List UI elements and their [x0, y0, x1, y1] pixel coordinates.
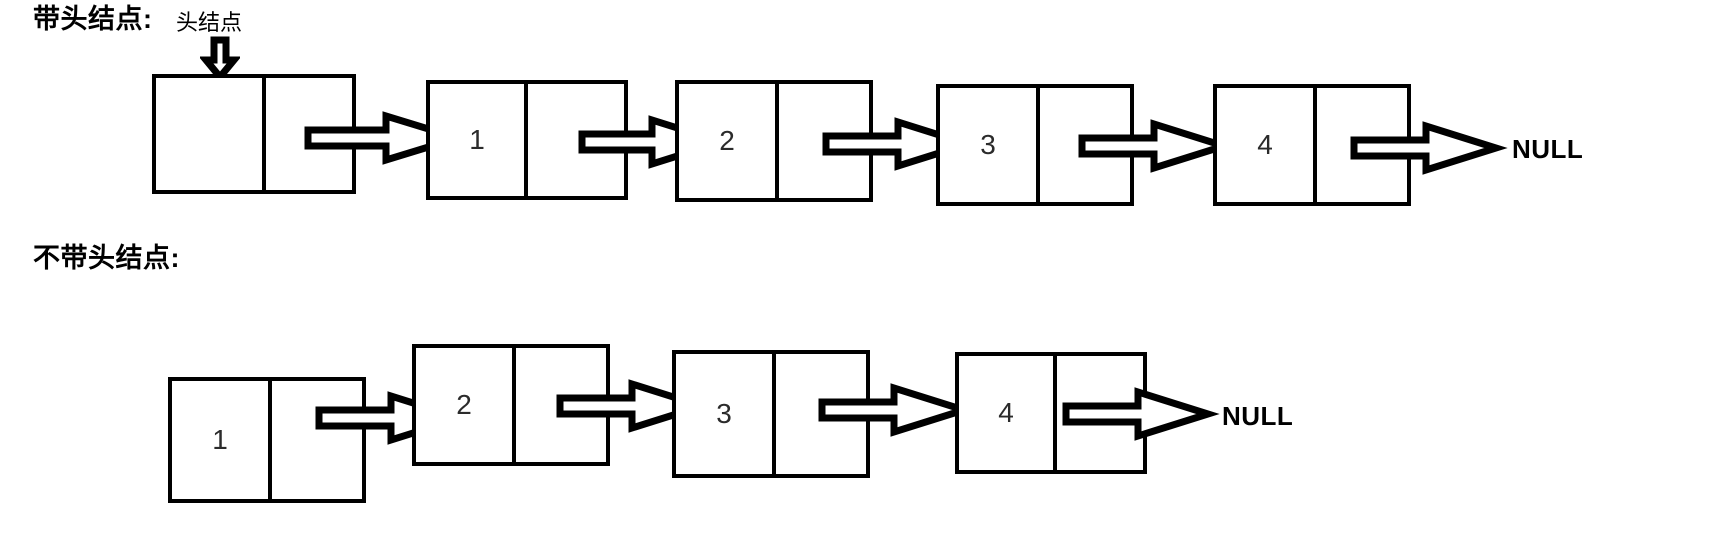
node-data-cell: 2 — [416, 348, 516, 462]
node-data-cell: 1 — [430, 84, 528, 196]
null-pointer-arrow-icon — [1350, 121, 1508, 175]
node-data-cell: 4 — [959, 356, 1057, 470]
null-pointer-arrow-icon — [1062, 387, 1220, 441]
head-node-pointer-arrow-icon — [200, 36, 240, 80]
node-value: 1 — [469, 124, 485, 155]
node-data-cell: 1 — [172, 381, 272, 499]
null-terminator-label: NULL — [1512, 134, 1584, 164]
node-value: 2 — [719, 125, 735, 156]
next-pointer-arrow-icon — [1078, 119, 1236, 173]
section-title-without-head-node: 不带头结点: — [33, 243, 180, 273]
node-value: 4 — [998, 397, 1014, 428]
section-title-with-head-node: 带头结点: — [33, 4, 153, 34]
node-value: 4 — [1257, 129, 1273, 160]
node-value: 2 — [456, 389, 472, 420]
next-pointer-arrow-icon — [304, 111, 470, 165]
head-node-annotation-label: 头结点 — [176, 10, 243, 35]
node-value: 3 — [980, 129, 996, 160]
node-data-cell — [156, 78, 266, 190]
next-pointer-arrow-icon — [556, 379, 714, 433]
next-pointer-arrow-icon — [822, 117, 980, 171]
null-terminator-label: NULL — [1222, 401, 1294, 431]
list-node: 1 — [168, 377, 366, 503]
node-data-cell: 3 — [676, 354, 776, 474]
node-value: 1 — [212, 424, 228, 455]
next-pointer-arrow-icon — [818, 383, 976, 437]
list-node: 4 — [1213, 84, 1411, 206]
list-node: 2 — [412, 344, 610, 466]
node-data-cell: 4 — [1217, 88, 1317, 202]
node-data-cell: 2 — [679, 84, 779, 198]
node-value: 3 — [716, 398, 732, 429]
node-data-cell: 3 — [940, 88, 1040, 202]
